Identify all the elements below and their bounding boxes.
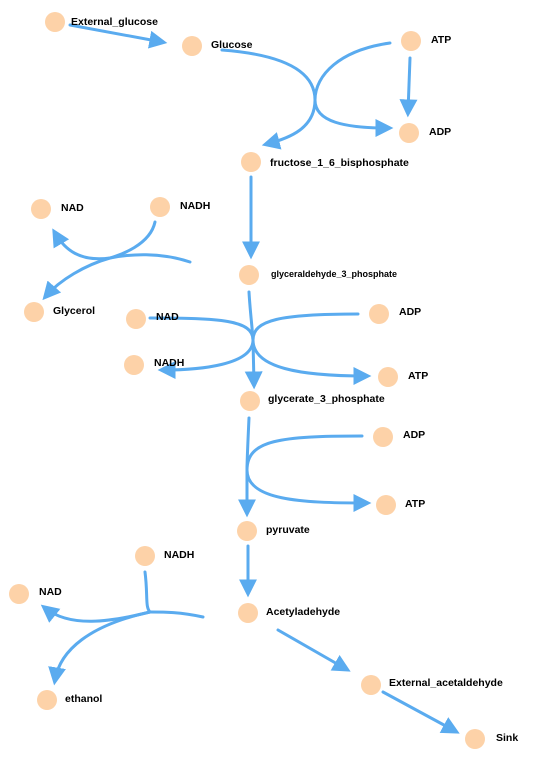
node-sink[interactable]: Sink	[465, 729, 518, 749]
node-atp-2[interactable]: ATP	[378, 367, 428, 387]
node-circle	[150, 197, 170, 217]
node-nad-1[interactable]: NAD	[31, 199, 84, 219]
node-atp-1[interactable]: ATP	[401, 31, 451, 51]
node-atp-3[interactable]: ATP	[376, 495, 425, 515]
node-circle	[124, 355, 144, 375]
node-label: ATP	[431, 34, 451, 46]
edge-reaction5-to-ethanol	[48, 610, 152, 686]
edges	[40, 23, 460, 734]
edge-nadh1-to-reaction2	[108, 220, 157, 260]
node-ethanol[interactable]: ethanol	[37, 690, 102, 710]
edge-reaction3-to-atp2	[251, 338, 372, 385]
node-label: Acetyladehyde	[266, 606, 340, 618]
node-glucose[interactable]: Glucose	[182, 36, 253, 56]
node-adp-3[interactable]: ADP	[373, 427, 425, 447]
node-label: Glucose	[211, 39, 253, 51]
node-circle	[369, 304, 389, 324]
node-label: Sink	[496, 732, 518, 744]
edge-reaction1-to-f16bp	[261, 98, 317, 150]
node-label: Glycerol	[53, 305, 95, 317]
edge-external-acetaldehyde-to-sink	[381, 690, 460, 734]
node-circle	[378, 367, 398, 387]
node-pyruvate[interactable]: pyruvate	[237, 521, 310, 541]
edge-atp1-to-adp1	[399, 56, 418, 118]
node-circle	[240, 391, 260, 411]
node-circle	[9, 584, 29, 604]
edge-glucose-to-reaction1	[220, 48, 317, 102]
node-circle	[376, 495, 396, 515]
edge-reaction4-to-atp3	[245, 468, 372, 512]
node-fructose-1-6-bisphosphate[interactable]: fructose_1_6_bisphosphate	[241, 152, 409, 172]
node-external-glucose[interactable]: External_glucose	[45, 12, 158, 32]
edge-atp1-to-reaction1	[313, 41, 392, 102]
node-circle	[361, 675, 381, 695]
node-glycerol[interactable]: Glycerol	[24, 302, 95, 322]
edge-reaction2-to-nad1	[52, 228, 112, 261]
node-acetaldehyde[interactable]: Acetyladehyde	[238, 603, 340, 623]
node-label: fructose_1_6_bisphosphate	[270, 157, 409, 169]
node-circle	[24, 302, 44, 322]
node-label: NADH	[154, 357, 184, 369]
edge-reaction2-to-glycerol	[42, 256, 112, 301]
node-label: External_acetaldehyde	[389, 677, 503, 689]
edge-acetaldehyde-to-external-acetaldehyde	[276, 628, 351, 672]
node-label: ethanol	[65, 693, 102, 705]
node-adp-1[interactable]: ADP	[399, 123, 451, 143]
edge-nad2-to-reaction3	[148, 316, 255, 342]
node-nadh-2[interactable]: NADH	[124, 355, 184, 375]
node-circle	[241, 152, 261, 172]
node-label: glyceraldehyde_3_phosphate	[271, 269, 397, 279]
node-label: glycerate_3_phosphate	[268, 393, 385, 405]
node-nad-3[interactable]: NAD	[9, 584, 62, 604]
node-label: NAD	[156, 311, 179, 323]
node-circle	[238, 603, 258, 623]
node-circle	[135, 546, 155, 566]
node-circle	[37, 690, 57, 710]
node-label: NAD	[39, 586, 62, 598]
node-circle	[237, 521, 257, 541]
nodes: External_glucose Glucose ATP ADP fructos…	[9, 12, 518, 749]
node-label: ADP	[429, 126, 451, 138]
node-label: NADH	[164, 549, 194, 561]
node-adp-2[interactable]: ADP	[369, 304, 421, 324]
edge-reaction3-to-nadh2	[157, 338, 255, 379]
edge-external-glucose-to-glucose	[68, 23, 168, 49]
node-glycerate-3-phosphate[interactable]: glycerate_3_phosphate	[240, 391, 385, 411]
node-label: pyruvate	[266, 524, 310, 536]
node-circle	[45, 12, 65, 32]
node-label: ATP	[405, 498, 425, 510]
node-label: ADP	[399, 306, 421, 318]
node-label: ADP	[403, 429, 425, 441]
edge-adp3-to-reaction4	[245, 434, 364, 472]
edge-g3p-to-reaction2	[108, 253, 192, 264]
node-label: NADH	[180, 200, 210, 212]
node-circle	[399, 123, 419, 143]
node-label: NAD	[61, 202, 84, 214]
node-circle	[373, 427, 393, 447]
node-nadh-1[interactable]: NADH	[150, 197, 210, 217]
edge-adp2-to-reaction3	[251, 312, 360, 342]
edge-acetaldehyde-to-reaction5	[148, 610, 205, 619]
node-circle	[401, 31, 421, 51]
node-nad-2[interactable]: NAD	[126, 309, 179, 329]
node-nadh-3[interactable]: NADH	[135, 546, 194, 566]
edge-reaction3-to-glycerate	[244, 338, 263, 390]
edge-nadh3-to-reaction5	[143, 570, 152, 614]
node-external-acetaldehyde[interactable]: External_acetaldehyde	[361, 675, 503, 695]
node-circle	[182, 36, 202, 56]
node-circle	[31, 199, 51, 219]
node-label: External_glucose	[71, 16, 158, 28]
edge-reaction1-to-adp1	[313, 98, 394, 137]
node-glyceraldehyde-3-phosphate[interactable]: glyceraldehyde_3_phosphate	[239, 265, 397, 285]
node-circle	[465, 729, 485, 749]
node-label: ATP	[408, 370, 428, 382]
node-circle	[239, 265, 259, 285]
node-circle	[126, 309, 146, 329]
